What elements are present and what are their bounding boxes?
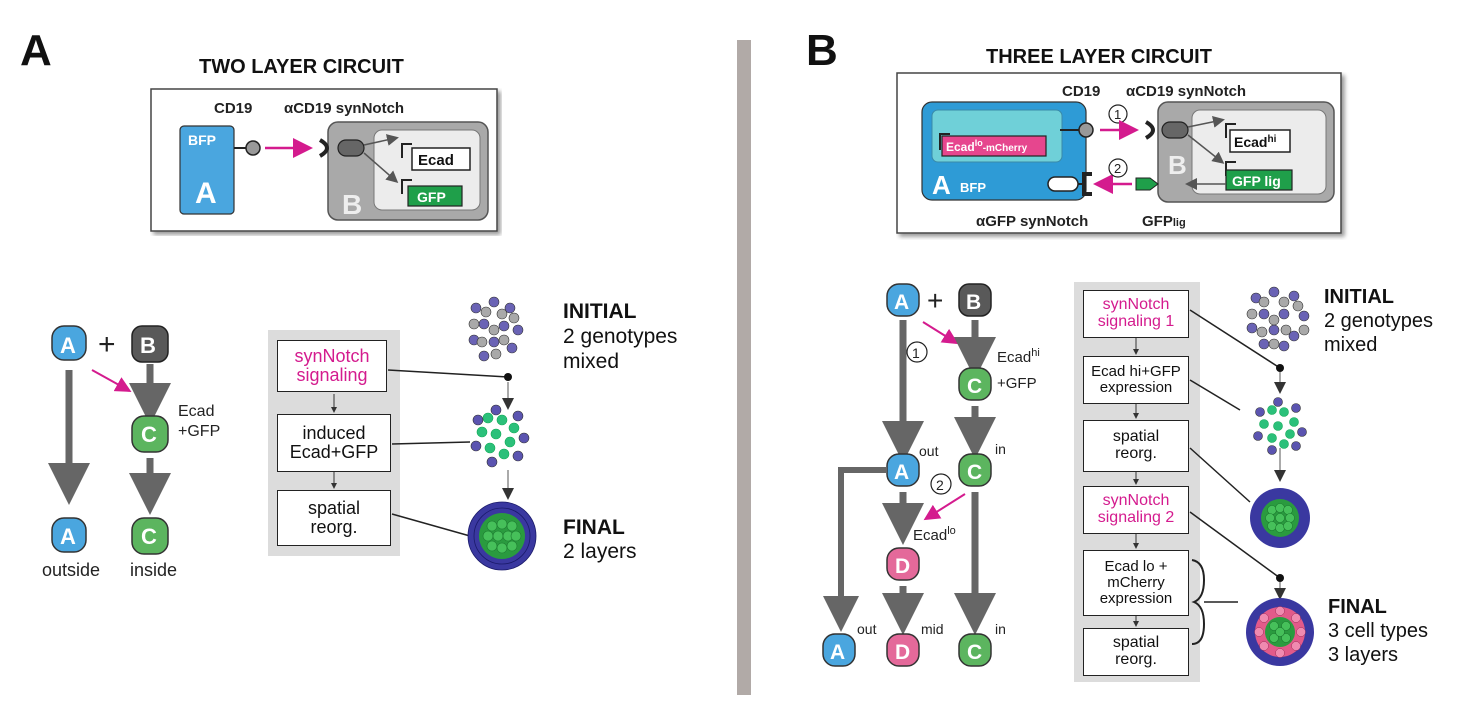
final-cluster-a	[467, 501, 537, 571]
svg-text:GFP: GFP	[417, 189, 446, 205]
flow-b-step-6: spatial reorg.	[1083, 628, 1189, 676]
svg-text:in: in	[995, 441, 1006, 457]
flow-b-step-1: synNotch signaling 1	[1083, 290, 1189, 338]
svg-text:C: C	[967, 641, 982, 664]
svg-text:D: D	[895, 555, 910, 578]
svg-text:C: C	[967, 461, 982, 484]
svg-text:BFP: BFP	[960, 180, 986, 195]
final-label-a: FINAL 2 layers	[563, 516, 637, 563]
intermediate-cluster-a	[470, 404, 530, 468]
gfp-gene	[407, 185, 463, 207]
svg-text:Ecadhi: Ecadhi	[1234, 134, 1277, 150]
svg-text:Ecadhi: Ecadhi	[997, 347, 1040, 366]
svg-text:αGFP synNotch: αGFP synNotch	[976, 213, 1088, 230]
svg-text:1: 1	[912, 345, 920, 361]
svg-text:+: +	[98, 328, 116, 361]
svg-text:C: C	[967, 375, 982, 398]
panel-letter-a: A	[20, 26, 52, 75]
cd19-label: CD19	[214, 100, 252, 117]
synnotch-receptor-b	[1144, 120, 1155, 140]
reorg-cluster-b	[1250, 488, 1310, 548]
svg-text:A: A	[830, 641, 845, 664]
svg-text:A: A	[60, 524, 76, 549]
intermediate-cluster-b	[1253, 397, 1307, 455]
node-b	[131, 325, 169, 363]
lineage-diagram-a: A + B C Ecad+GFP A C outside inside	[42, 325, 220, 580]
ecad-lo-gene	[941, 135, 1047, 157]
svg-text:A: A	[60, 333, 76, 358]
flow-b-step-5: Ecad lo + mCherry expression	[1083, 550, 1189, 616]
svg-text:in: in	[995, 621, 1006, 637]
svg-text:+GFP: +GFP	[997, 375, 1037, 392]
lineage-diagram-b: A + B 1 C Ecadhi +GFP A out C in 2 Ecadl…	[822, 283, 1040, 667]
flow-connectors-b	[1133, 309, 1286, 645]
circuit-title-a: TWO LAYER CIRCUIT	[199, 56, 404, 78]
node-a	[51, 325, 87, 361]
svg-text:Ecadlo-mCherry: Ecadlo-mCherry	[946, 138, 1028, 154]
node-c	[131, 415, 169, 453]
svg-text:αCD19 synNotch: αCD19 synNotch	[1126, 83, 1246, 100]
synnotch-receptor	[318, 138, 329, 158]
svg-text:+: +	[927, 285, 943, 316]
initial-label-a: INITIAL 2 genotypes mixed	[563, 300, 678, 374]
cell-a-letter: A	[195, 177, 217, 210]
flow-b-step-2: Ecad hi+GFP expression	[1083, 356, 1189, 404]
three-layer-circuit-diagram: CD19 αCD19 synNotch Ecadlo-mCherry A BFP…	[896, 72, 1342, 234]
svg-text:1: 1	[1114, 107, 1121, 122]
initial-label-b: INITIAL 2 genotypes mixed	[1324, 286, 1433, 356]
initial-cluster-b	[1246, 286, 1310, 352]
flow-b-step-3: spatial reorg.	[1083, 420, 1189, 472]
svg-text:Ecad: Ecad	[418, 152, 454, 169]
outside-label: outside	[42, 560, 100, 580]
svg-text:Ecadlo: Ecadlo	[913, 525, 956, 544]
gfp-lig-gene	[1225, 169, 1293, 191]
svg-text:GFP lig: GFP lig	[1232, 173, 1281, 189]
svg-text:A: A	[894, 291, 909, 314]
flow-step-synnotch: synNotch signaling	[277, 340, 387, 392]
svg-text:B: B	[966, 291, 981, 314]
flow-b-step-4: synNotch signaling 2	[1083, 486, 1189, 534]
svg-text:2: 2	[936, 477, 944, 493]
svg-text:CD19: CD19	[1062, 83, 1100, 100]
panel-letter-b: B	[806, 26, 838, 75]
svg-text:C: C	[141, 524, 157, 549]
initial-cluster-a	[468, 296, 524, 362]
circuit-title-b: THREE LAYER CIRCUIT	[986, 46, 1212, 68]
svg-text:mid: mid	[921, 621, 944, 637]
flow-step-reorg: spatial reorg.	[277, 490, 391, 546]
svg-text:A: A	[894, 461, 909, 484]
inside-label: inside	[130, 560, 177, 580]
svg-text:B: B	[1168, 150, 1187, 180]
bfp-label: BFP	[188, 132, 216, 148]
svg-text:A: A	[932, 170, 951, 200]
node-a-final	[51, 517, 87, 553]
cell-b-letter: B	[342, 189, 362, 220]
svg-text:C: C	[141, 422, 157, 447]
node-c-final	[131, 517, 169, 555]
ecad-gfp-label: Ecad+GFP	[178, 403, 220, 440]
ecad-gene	[411, 147, 471, 171]
synnotch-label: αCD19 synNotch	[284, 100, 404, 117]
svg-text:out: out	[857, 621, 877, 637]
cell-a-body	[179, 125, 235, 215]
svg-text:B: B	[140, 333, 156, 358]
svg-text:out: out	[919, 443, 939, 459]
final-cluster-b	[1246, 598, 1314, 666]
two-layer-circuit-diagram: BFP A CD19 αCD19 synNotch B Ecad GFP	[150, 88, 498, 232]
ecad-hi-gene	[1229, 129, 1291, 153]
flow-step-induced: induced Ecad+GFP	[277, 414, 391, 472]
panel-divider	[737, 40, 751, 695]
svg-text:2: 2	[1114, 161, 1121, 176]
final-label-b: FINAL 3 cell types 3 layers	[1328, 596, 1429, 666]
flow-connectors-a	[331, 369, 514, 537]
cd19-ligand	[245, 140, 261, 156]
svg-text:GFPlig: GFPlig	[1142, 213, 1186, 230]
svg-text:D: D	[895, 641, 910, 664]
